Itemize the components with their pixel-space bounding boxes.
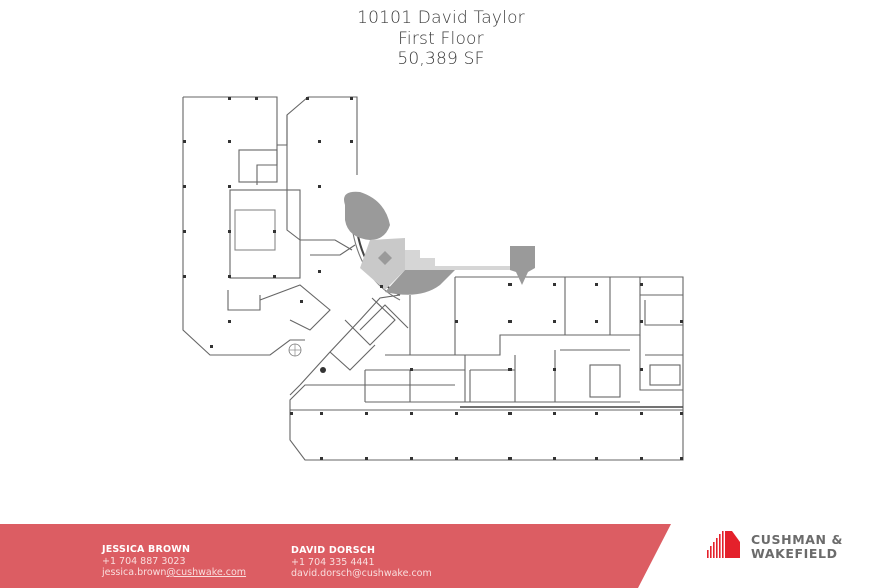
contact-david-dorsch: DAVID DORSCH +1 704 335 4441 david.dorsc…	[291, 545, 432, 580]
contact-phone[interactable]: +1 704 335 4441	[291, 556, 375, 568]
right-wing-outline	[289, 276, 684, 461]
building-name: 10101 David Taylor	[357, 8, 525, 28]
contact-phone[interactable]: +1 704 887 3023	[102, 555, 186, 567]
contact-email[interactable]: jessica.brown@cushwake.com	[102, 567, 247, 578]
entrance-vestibule	[510, 246, 535, 285]
floor-area: 50,389 SF	[397, 49, 485, 69]
cushman-wakefield-logo-icon	[707, 531, 740, 558]
left-wing-outline	[183, 96, 358, 175]
footer-banner	[0, 524, 671, 588]
contact-email[interactable]: david.dorsch@cushwake.com	[291, 568, 432, 579]
contact-name: DAVID DORSCH	[291, 545, 376, 556]
atrium-light-shape	[360, 238, 405, 290]
contact-jessica-brown: JESSICA BROWN +1 704 887 3023 jessica.br…	[102, 544, 246, 579]
contact-name: JESSICA BROWN	[102, 544, 191, 555]
floor-name: First Floor	[398, 29, 484, 49]
atrium-dark-shape	[344, 191, 390, 240]
logo-wordmark: CUSHMAN & WAKEFIELD	[751, 532, 844, 561]
floor-plan-drawing	[182, 96, 684, 461]
